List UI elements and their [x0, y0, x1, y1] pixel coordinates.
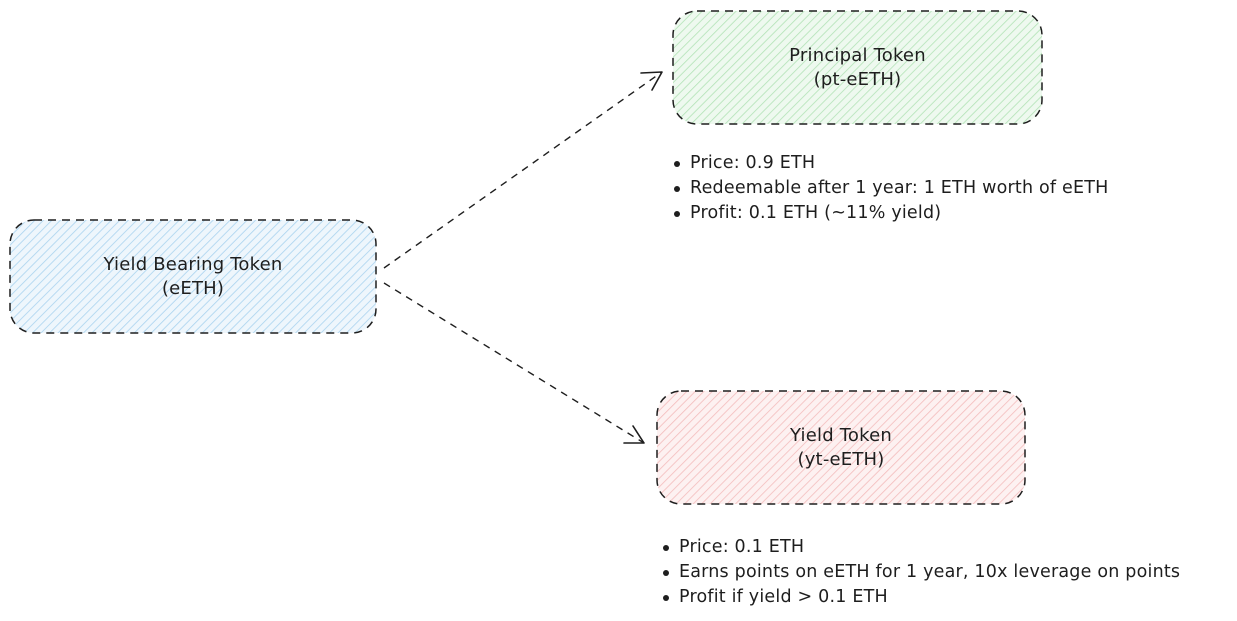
arrowhead-principal-token: [640, 71, 663, 91]
yield-bearing-token-label: Yield Bearing Token (eETH): [10, 220, 376, 333]
bullet-icon: [674, 211, 680, 217]
note-text: Price: 0.1 ETH: [679, 537, 805, 557]
note-text: Redeemable after 1 year: 1 ETH worth of …: [690, 178, 1109, 198]
bullet-icon: [663, 570, 669, 576]
note-text: Earns points on eETH for 1 year, 10x lev…: [679, 562, 1181, 582]
bullet-icon: [663, 595, 669, 601]
bullet-icon: [663, 545, 669, 551]
note-item: Redeemable after 1 year: 1 ETH worth of …: [672, 176, 1109, 201]
note-text: Profit: 0.1 ETH (~11% yield): [690, 203, 942, 223]
yield-token-subtitle: (yt-eETH): [797, 448, 885, 470]
yield-bearing-token-box: [9, 219, 377, 334]
arrow-to-principal-token: [383, 71, 663, 269]
arrowhead-yield-token: [623, 425, 645, 444]
bullet-icon: [674, 161, 680, 167]
note-item: Profit if yield > 0.1 ETH: [661, 585, 1180, 610]
yield-bearing-token-title: Yield Bearing Token: [103, 253, 283, 275]
principal-token-box: [672, 10, 1043, 125]
yield-bearing-token-subtitle: (eETH): [161, 277, 225, 299]
yield-token-label: Yield Token (yt-eETH): [657, 391, 1025, 504]
principal-token-title: Principal Token: [789, 44, 926, 66]
note-text: Profit if yield > 0.1 ETH: [679, 587, 888, 607]
yield-token-title: Yield Token: [790, 424, 892, 446]
yield-token-notes: Price: 0.1 ETH Earns points on eETH for …: [661, 535, 1180, 610]
note-item: Price: 0.1 ETH: [661, 535, 1180, 560]
principal-token-notes: Price: 0.9 ETH Redeemable after 1 year: …: [672, 151, 1109, 226]
principal-token-label: Principal Token (pt-eETH): [673, 11, 1042, 124]
arrow-to-yield-token: [383, 282, 645, 444]
note-item: Profit: 0.1 ETH (~11% yield): [672, 201, 1109, 226]
note-item: Price: 0.9 ETH: [672, 151, 1109, 176]
note-item: Earns points on eETH for 1 year, 10x lev…: [661, 560, 1180, 585]
bullet-icon: [674, 186, 680, 192]
yield-token-box: [656, 390, 1026, 505]
principal-token-subtitle: (pt-eETH): [813, 68, 902, 90]
note-text: Price: 0.9 ETH: [690, 153, 816, 173]
